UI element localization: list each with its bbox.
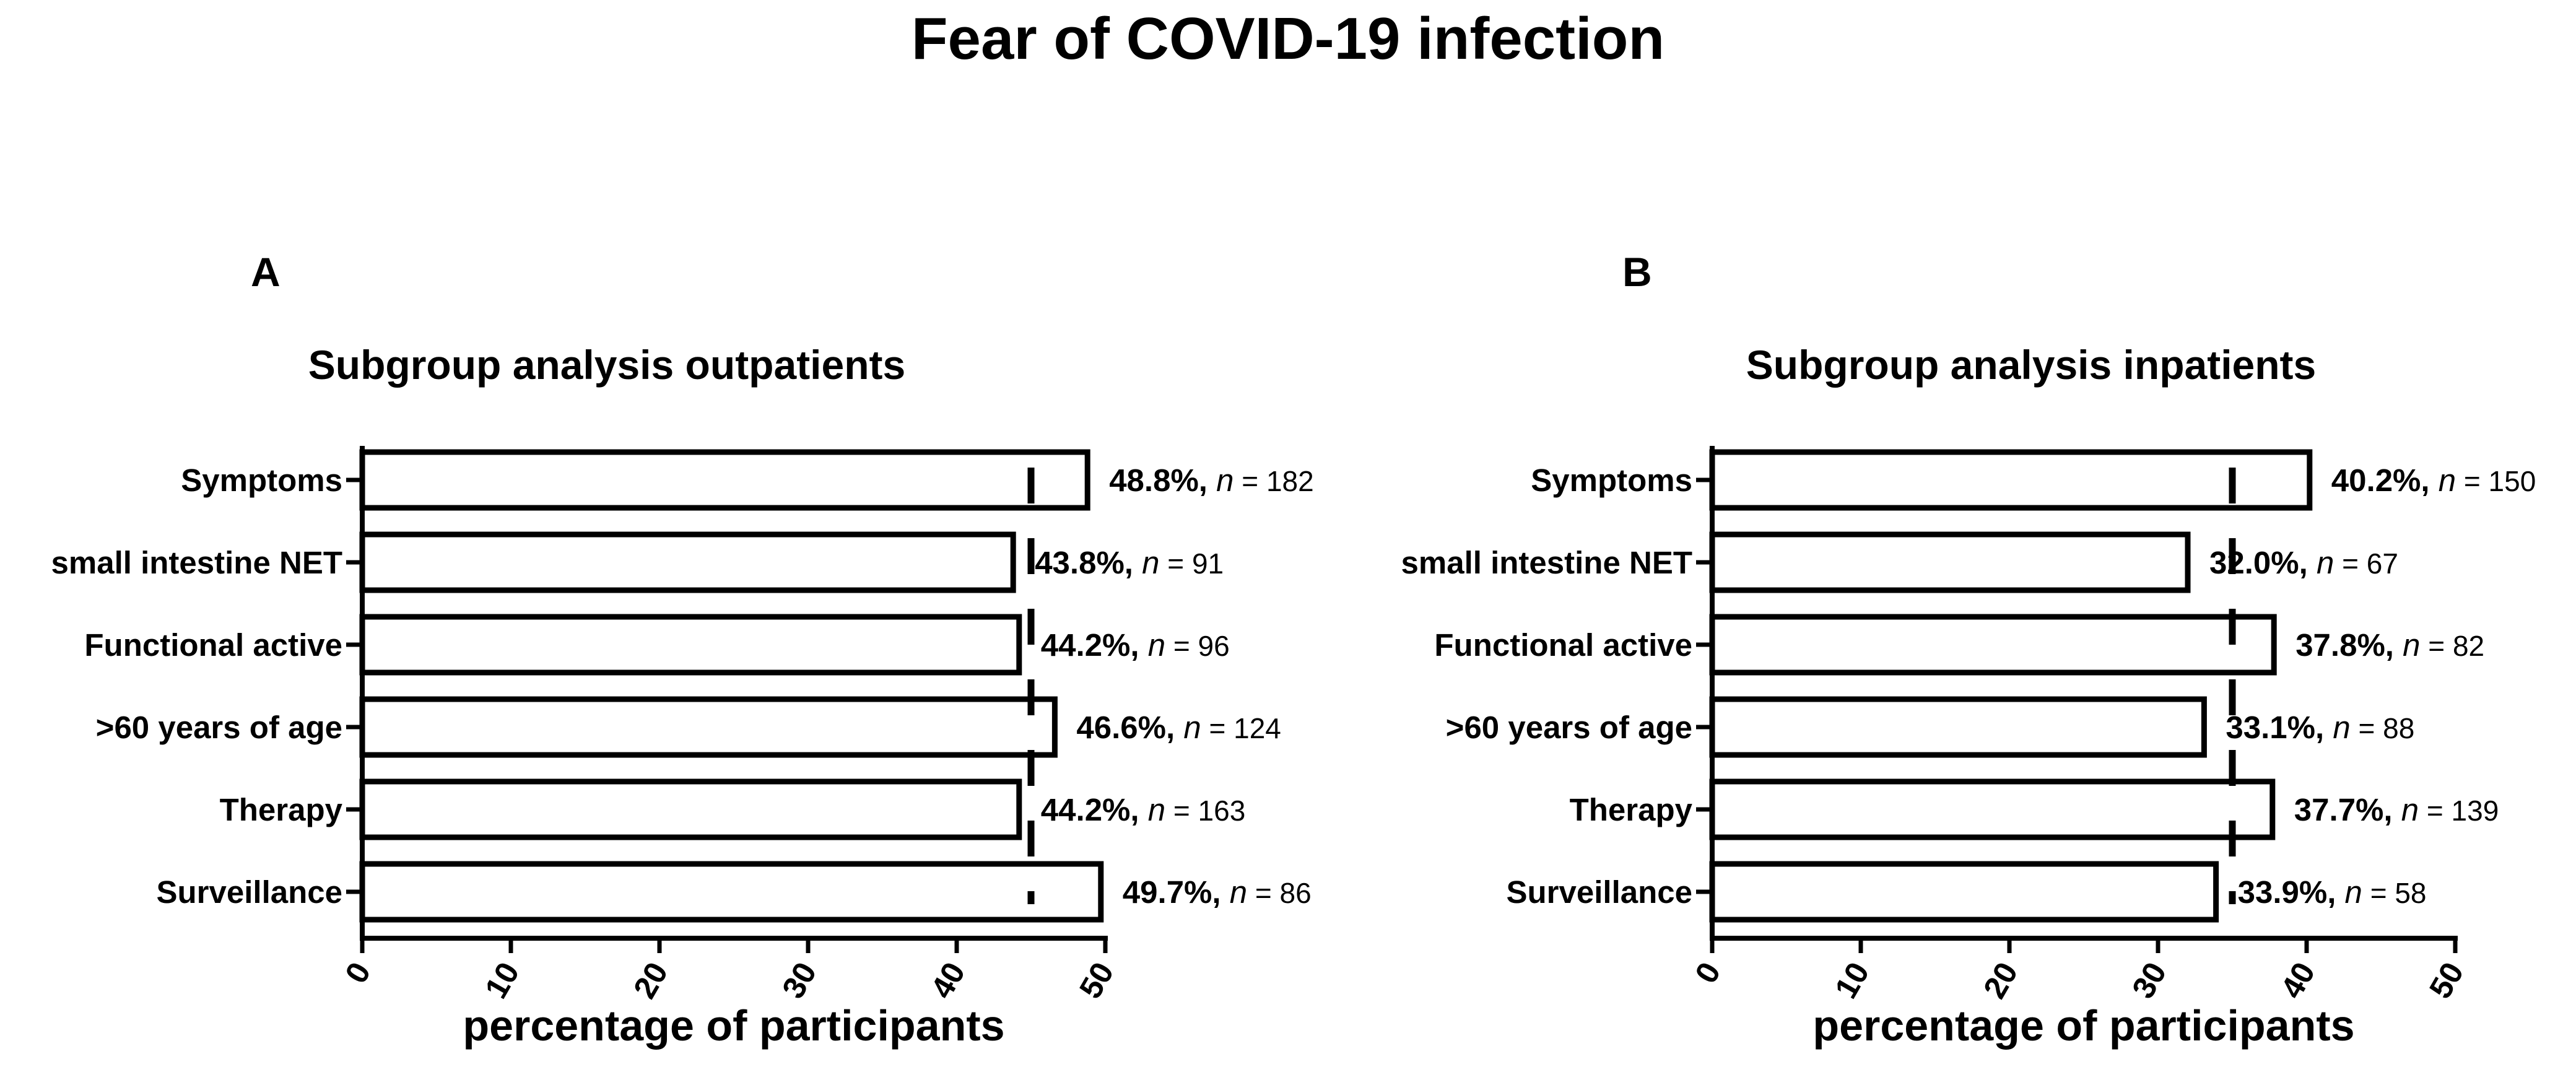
bar <box>359 778 1022 840</box>
x-axis-label: percentage of participants <box>1812 1001 2354 1050</box>
percent-value: 33.9%, <box>2238 874 2345 910</box>
n-symbol: n <box>1216 463 1234 498</box>
bar <box>359 614 1022 676</box>
x-tick-label: 20 <box>627 956 675 1004</box>
n-symbol: n <box>1183 710 1201 745</box>
x-tick-label: 10 <box>478 956 526 1004</box>
n-symbol: n <box>2439 463 2456 498</box>
x-tick-label: 50 <box>1073 956 1121 1004</box>
data-label: 44.2%, n = 163 <box>1041 792 1246 827</box>
panel-title: Subgroup analysis inpatients <box>1746 342 2317 388</box>
n-count: = 86 <box>1247 877 1312 909</box>
panel-letter: B <box>1622 249 1652 295</box>
category-label: >60 years of age <box>96 710 342 745</box>
data-label: 46.6%, n = 124 <box>1076 710 1281 745</box>
data-label: 48.8%, n = 182 <box>1109 463 1314 498</box>
x-axis-label: percentage of participants <box>463 1001 1004 1050</box>
percent-value: 49.7%, <box>1123 874 1230 910</box>
n-count: = 67 <box>2334 547 2398 580</box>
bar <box>1709 861 2219 923</box>
bar <box>359 861 1104 923</box>
data-label: 37.8%, n = 82 <box>2295 627 2484 663</box>
data-label: 33.1%, n = 88 <box>2226 710 2414 745</box>
category-label: Symptoms <box>1531 463 1692 498</box>
n-count: = 163 <box>1165 795 1245 827</box>
n-symbol: n <box>1148 627 1165 663</box>
n-count: = 82 <box>2421 630 2485 662</box>
category-label: >60 years of age <box>1446 710 1692 745</box>
percent-value: 48.8%, <box>1109 463 1216 498</box>
bar <box>359 449 1090 511</box>
n-count: = 139 <box>2419 795 2499 827</box>
data-label: 40.2%, n = 150 <box>2331 463 2536 498</box>
n-symbol: n <box>1230 874 1247 910</box>
n-symbol: n <box>2401 792 2419 827</box>
n-symbol: n <box>2345 874 2362 910</box>
panel-title: Subgroup analysis outpatients <box>308 342 905 388</box>
percent-value: 37.7%, <box>2294 792 2401 827</box>
data-label: 49.7%, n = 86 <box>1123 874 1312 910</box>
n-count: = 96 <box>1165 630 1230 662</box>
bar <box>1709 531 2191 593</box>
data-label: 37.7%, n = 139 <box>2294 792 2499 827</box>
data-label: 33.9%, n = 58 <box>2238 874 2427 910</box>
x-tick-label: 20 <box>1977 956 2025 1004</box>
panel-b: B Subgroup analysis inpatients 0 10 20 30 40 50… <box>1401 249 2536 1050</box>
data-label: 43.8%, n = 91 <box>1035 545 1224 580</box>
x-tick-label: 30 <box>775 956 824 1004</box>
percent-value: 46.6%, <box>1076 710 1183 745</box>
category-label: Surveillance <box>157 874 343 910</box>
data-label: 44.2%, n = 96 <box>1041 627 1230 663</box>
n-count: = 124 <box>1201 712 1281 744</box>
category-label: Symptoms <box>181 463 342 498</box>
n-symbol: n <box>2403 627 2420 663</box>
x-tick-label: 50 <box>2422 956 2471 1004</box>
n-count: = 182 <box>1234 465 1314 497</box>
n-count: = 91 <box>1160 547 1224 580</box>
bar <box>359 531 1016 593</box>
n-symbol: n <box>2317 545 2334 580</box>
figure-title: Fear of COVID-19 infection <box>912 6 1664 72</box>
bar <box>1709 614 2277 676</box>
percent-value: 32.0%, <box>2209 545 2317 580</box>
bar <box>359 696 1058 758</box>
panel-a: A Subgroup analysis outpatients 0 10 20 30 40 5… <box>51 249 1314 1050</box>
percent-value: 44.2%, <box>1041 627 1148 663</box>
n-count: = 150 <box>2456 465 2536 497</box>
x-tick-label: 0 <box>338 956 378 989</box>
category-label: Therapy <box>1570 792 1693 827</box>
bar <box>1709 778 2276 840</box>
n-count: = 58 <box>2362 877 2427 909</box>
n-symbol: n <box>1142 545 1159 580</box>
category-label: Surveillance <box>1507 874 1693 910</box>
percent-value: 44.2%, <box>1041 792 1148 827</box>
x-tick-label: 0 <box>1688 956 1728 989</box>
n-symbol: n <box>1148 792 1165 827</box>
percent-value: 40.2%, <box>2331 463 2439 498</box>
x-tick-label: 10 <box>1828 956 1876 1004</box>
percent-value: 33.1%, <box>2226 710 2333 745</box>
n-count: = 88 <box>2351 712 2415 744</box>
panel-letter: A <box>251 249 281 295</box>
category-label: Functional active <box>84 627 342 663</box>
x-tick-label: 40 <box>2274 956 2322 1004</box>
category-label: small intestine NET <box>1401 545 1692 580</box>
x-tick-label: 30 <box>2125 956 2174 1004</box>
percent-value: 37.8%, <box>2295 627 2403 663</box>
n-symbol: n <box>2333 710 2350 745</box>
x-tick-label: 40 <box>924 956 972 1004</box>
percent-value: 43.8%, <box>1035 545 1142 580</box>
category-label: small intestine NET <box>51 545 342 580</box>
bar <box>1709 449 2313 511</box>
category-label: Therapy <box>220 792 343 827</box>
bar <box>1709 696 2207 758</box>
data-label: 32.0%, n = 67 <box>2209 545 2398 580</box>
category-label: Functional active <box>1434 627 1692 663</box>
